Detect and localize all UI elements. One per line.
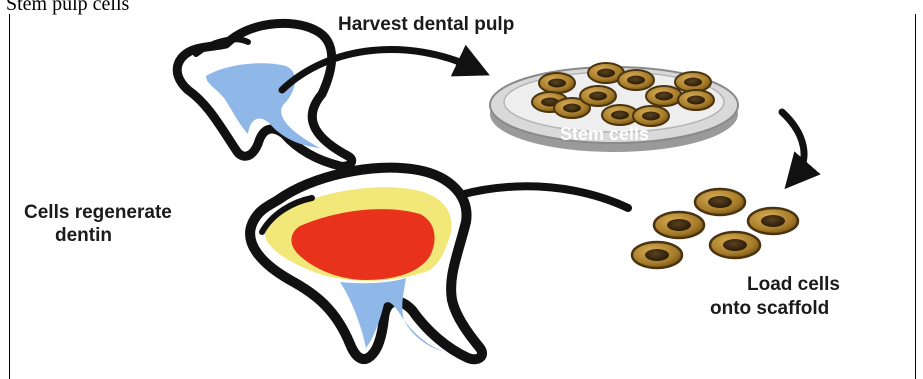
stem-cell-icon	[618, 70, 654, 90]
tooth-icon	[250, 168, 482, 360]
label-regenerate-line1: Cells regenerate	[24, 202, 172, 223]
label-regenerate-line2: dentin	[55, 225, 112, 246]
stem-cell-icon	[580, 86, 616, 106]
petri-dish-icon: Stem cells	[490, 63, 738, 152]
stem-cell-icon	[710, 232, 760, 258]
stem-cell-icon	[675, 72, 711, 92]
label-load-line1: Load cells	[747, 274, 840, 295]
label-harvest: Harvest dental pulp	[338, 14, 514, 35]
stem-cell-icon	[539, 73, 575, 93]
stem-cell-icon	[632, 242, 682, 268]
stem-cell-icon	[654, 212, 704, 238]
scaffold-cells	[632, 189, 798, 268]
stem-cell-icon	[646, 86, 682, 106]
label-load-line2: onto scaffold	[710, 298, 829, 319]
stem-cell-icon	[695, 189, 745, 215]
label-stem-cells: Stem cells	[560, 124, 649, 144]
stem-cell-icon	[748, 208, 798, 234]
arrow-icon	[782, 112, 804, 176]
stem-cell-icon	[633, 106, 669, 126]
tooth-icon	[177, 23, 352, 166]
stem-cell-icon	[678, 90, 714, 110]
